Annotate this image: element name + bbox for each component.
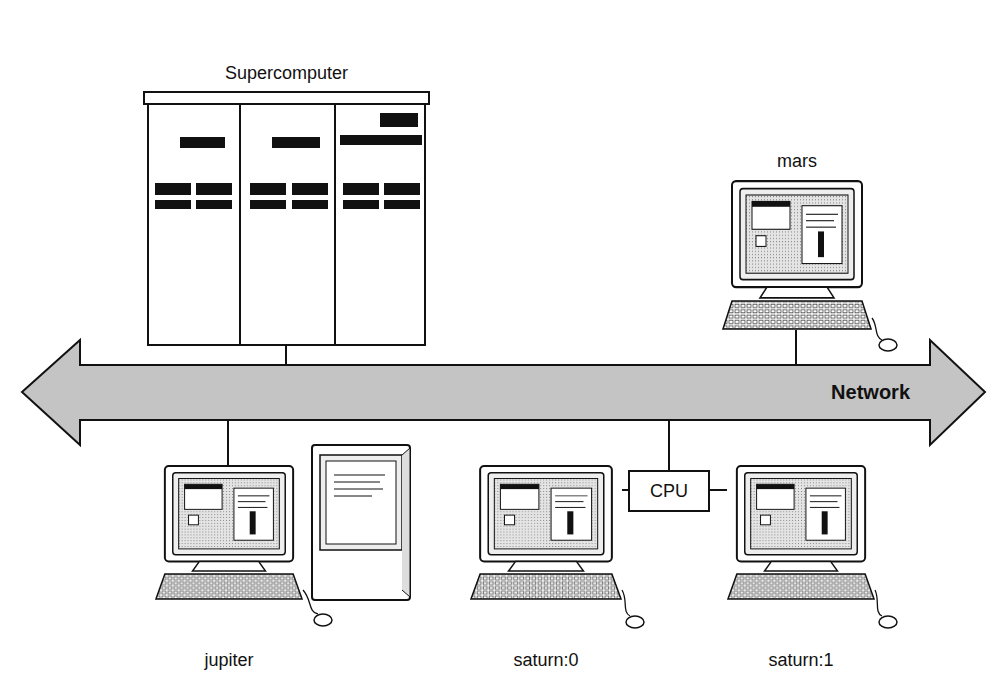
node-label: jupiter [115, 650, 343, 671]
node-label: saturn:0 [430, 650, 662, 671]
network-link [795, 330, 797, 365]
node-label: saturn:1 [687, 650, 915, 671]
screen-node: saturn:1 [727, 465, 875, 600]
network-link [710, 489, 727, 491]
network-band: Network [80, 365, 930, 420]
workstation-node: jupiter [155, 465, 303, 600]
screen-node: saturn:0 [470, 465, 622, 600]
node-label: Network [831, 381, 910, 404]
network-link [285, 345, 287, 365]
network-link [227, 420, 229, 465]
cpu-box: CPU [628, 470, 710, 512]
node-label: CPU [650, 481, 688, 502]
workstation-node: mars [722, 180, 872, 330]
node-label: mars [682, 151, 912, 172]
supercomputer-node: Supercomputer [148, 92, 425, 345]
network-link [668, 420, 670, 470]
node-label: Supercomputer [108, 63, 465, 84]
